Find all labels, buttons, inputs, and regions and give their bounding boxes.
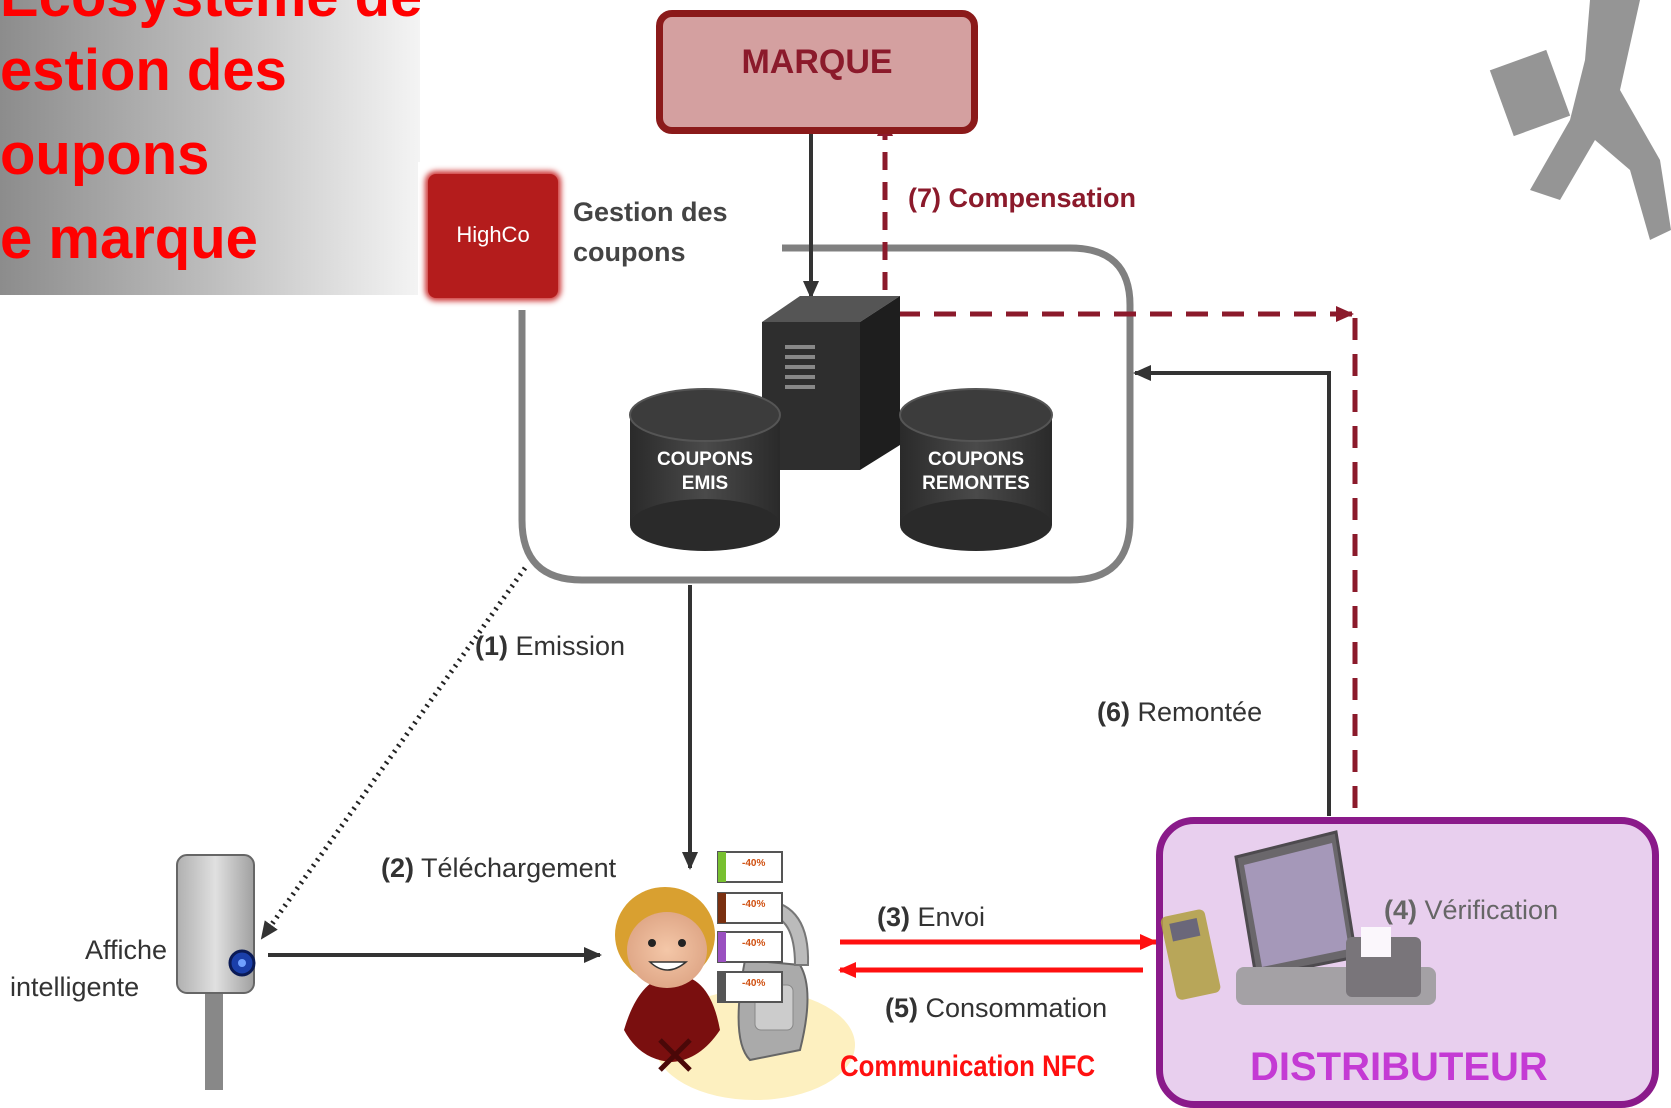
- coupons-emis-db-icon: [629, 388, 781, 551]
- coupons-remontes-db-icon: [899, 388, 1053, 551]
- step-5-text: Consommation: [925, 993, 1108, 1023]
- coupons-emis-label-line2: EMIS: [681, 473, 729, 494]
- step-1-text: Emission: [515, 631, 626, 661]
- gestion-label-line2: coupons: [573, 237, 686, 267]
- smart-poster-icon: [176, 854, 256, 1090]
- coupons-emis-label-line1: COUPONS: [656, 449, 754, 470]
- step-6-number: (6): [1097, 697, 1130, 727]
- step-3-number: (3): [877, 902, 910, 932]
- distributeur-label: DISTRIBUTEUR: [1250, 1045, 1548, 1089]
- highco-logo: HighCo: [418, 162, 568, 307]
- coupon-tag-4: -40%: [742, 978, 766, 989]
- affiche-label-line2: intelligente: [10, 972, 140, 1002]
- title-line-2: estion des: [0, 38, 287, 103]
- marque-label: MARQUE: [741, 43, 893, 81]
- title-line-4: e marque: [0, 206, 258, 271]
- coupon-cards-icon: [717, 851, 783, 1003]
- nfc-label: Communication NFC: [840, 1050, 1096, 1083]
- cash-register-icon: [1160, 830, 1436, 1005]
- step-7-label: (7) Compensation: [908, 183, 1137, 213]
- step-6-text: Remontée: [1137, 697, 1263, 727]
- coupons-remontes-label: COUPONS REMONTES: [900, 448, 1052, 496]
- gestion-box: [518, 244, 1134, 584]
- step-1-label: (1) Emission: [475, 631, 625, 662]
- step-2-label: (2) Téléchargement: [381, 853, 616, 884]
- coupon-tag-1: -40%: [742, 858, 766, 869]
- step-3-text: Envoi: [917, 902, 986, 932]
- step-6-label: (6) Remontée: [1097, 697, 1262, 728]
- pos-terminal-illustration: [1160, 830, 1436, 1005]
- step-3-label: (3) Envoi: [877, 902, 985, 933]
- remontee-arrow: [1133, 365, 1331, 816]
- step-5-number: (5): [885, 993, 918, 1023]
- title-line-1: Ecosystème de la: [0, 0, 420, 26]
- step-2-text: Téléchargement: [421, 853, 617, 883]
- coupon-tag-3: -40%: [742, 938, 766, 949]
- step-5-label: (5) Consommation: [885, 993, 1107, 1024]
- gestion-label-line1: Gestion des: [573, 197, 728, 227]
- step-4-label: (4) Vérification: [1384, 895, 1558, 926]
- marque-box: MARQUE: [656, 10, 978, 134]
- title-line-3: oupons: [0, 122, 210, 187]
- step-1-number: (1): [475, 631, 508, 661]
- step-2-number: (2): [381, 853, 414, 883]
- coupons-emis-label: COUPONS EMIS: [630, 448, 780, 496]
- title-banner: Ecosystème de la estion des oupons e mar…: [0, 0, 420, 295]
- affiche-label-line1: Affiche: [85, 935, 168, 965]
- emission-dotted-line: [259, 566, 528, 940]
- highco-logo-text: HighCo: [456, 222, 530, 247]
- coupons-remontes-label-line2: REMONTES: [922, 473, 1030, 494]
- step-4-number: (4): [1384, 895, 1417, 925]
- shopper-silhouette-icon: [1489, 0, 1671, 240]
- coupons-remontes-label-line1: COUPONS: [927, 449, 1025, 470]
- step-4-text: Vérification: [1424, 895, 1559, 925]
- coupon-tag-2: -40%: [742, 899, 766, 910]
- server-icon: [762, 296, 900, 470]
